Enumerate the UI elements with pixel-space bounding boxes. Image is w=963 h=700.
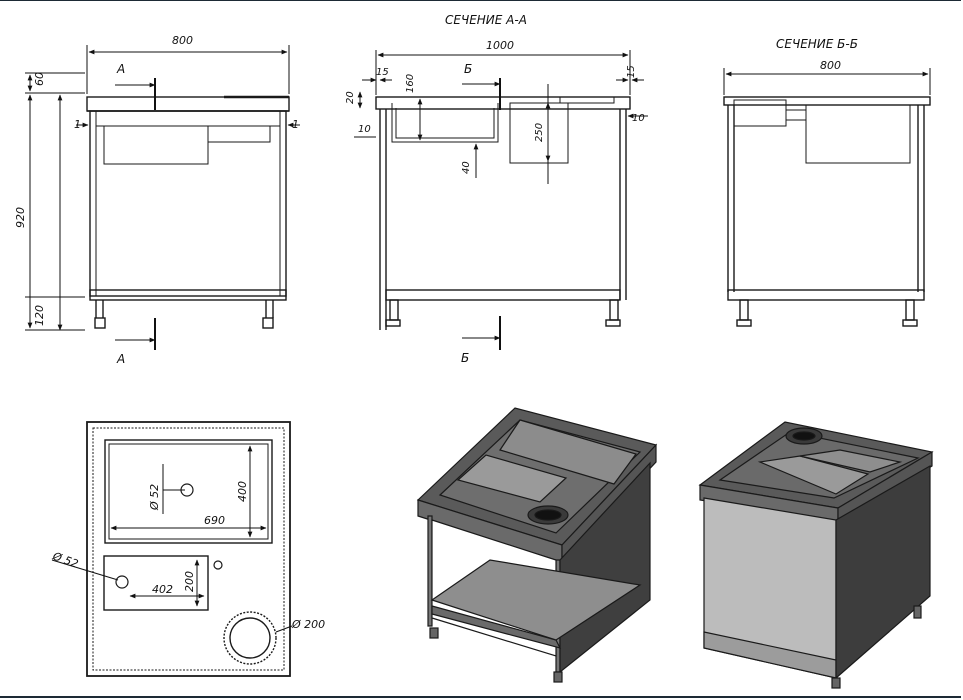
plan-sink-big-width: 690 xyxy=(204,514,225,527)
cut-a-top: А xyxy=(116,62,125,76)
section-aa-left-edge: 15 xyxy=(376,67,389,78)
cut-a-bottom: А xyxy=(116,352,125,366)
section-aa-view xyxy=(375,96,631,330)
section-aa-width: 1000 xyxy=(486,39,514,52)
cut-b-top: Б xyxy=(464,62,472,76)
front-gap-right: 1 xyxy=(292,118,299,131)
section-aa-dimensions xyxy=(354,50,648,350)
front-top-dim: 60 xyxy=(33,72,46,86)
section-aa-right-edge: 15 xyxy=(626,65,637,78)
plan-sink-small-depth: 200 xyxy=(183,571,196,592)
section-aa-sink-depth: 160 xyxy=(405,74,416,93)
plan-hole-small-sink: Ø 52 xyxy=(50,549,80,571)
front-view-dimensions xyxy=(25,45,300,350)
section-aa-title: СЕЧЕНИЕ А-А xyxy=(445,13,527,27)
isometric-view-front xyxy=(416,407,658,683)
section-aa-right-offset: 10 xyxy=(632,113,645,124)
section-aa-sink-offset: 10 xyxy=(358,124,371,135)
plan-view-dimensions xyxy=(51,445,293,633)
section-aa-top-thickness: 20 xyxy=(345,91,356,104)
cut-b-bottom: Б xyxy=(461,351,469,365)
section-bb-width: 800 xyxy=(820,59,841,72)
section-bb-title: СЕЧЕНИЕ Б-Б xyxy=(776,37,858,51)
plan-sink-big-depth: 400 xyxy=(236,481,249,502)
front-bottom-dim: 120 xyxy=(33,305,46,326)
isometric-view-rear xyxy=(698,421,934,689)
front-width-dim: 800 xyxy=(172,34,193,47)
front-height-dim: 920 xyxy=(14,207,27,228)
plan-hole-bin: Ø 200 xyxy=(291,618,325,631)
section-aa-bin-depth: 250 xyxy=(534,123,545,142)
section-bb-view xyxy=(723,96,931,327)
plan-sink-small-width: 402 xyxy=(152,583,173,596)
front-view xyxy=(86,95,290,329)
front-gap-left: 1 xyxy=(74,118,81,131)
section-aa-clearance: 40 xyxy=(461,161,472,174)
plan-hole-big-sink: Ø 52 xyxy=(148,484,161,511)
section-bb-dimensions xyxy=(723,68,931,95)
plan-view xyxy=(86,421,291,677)
